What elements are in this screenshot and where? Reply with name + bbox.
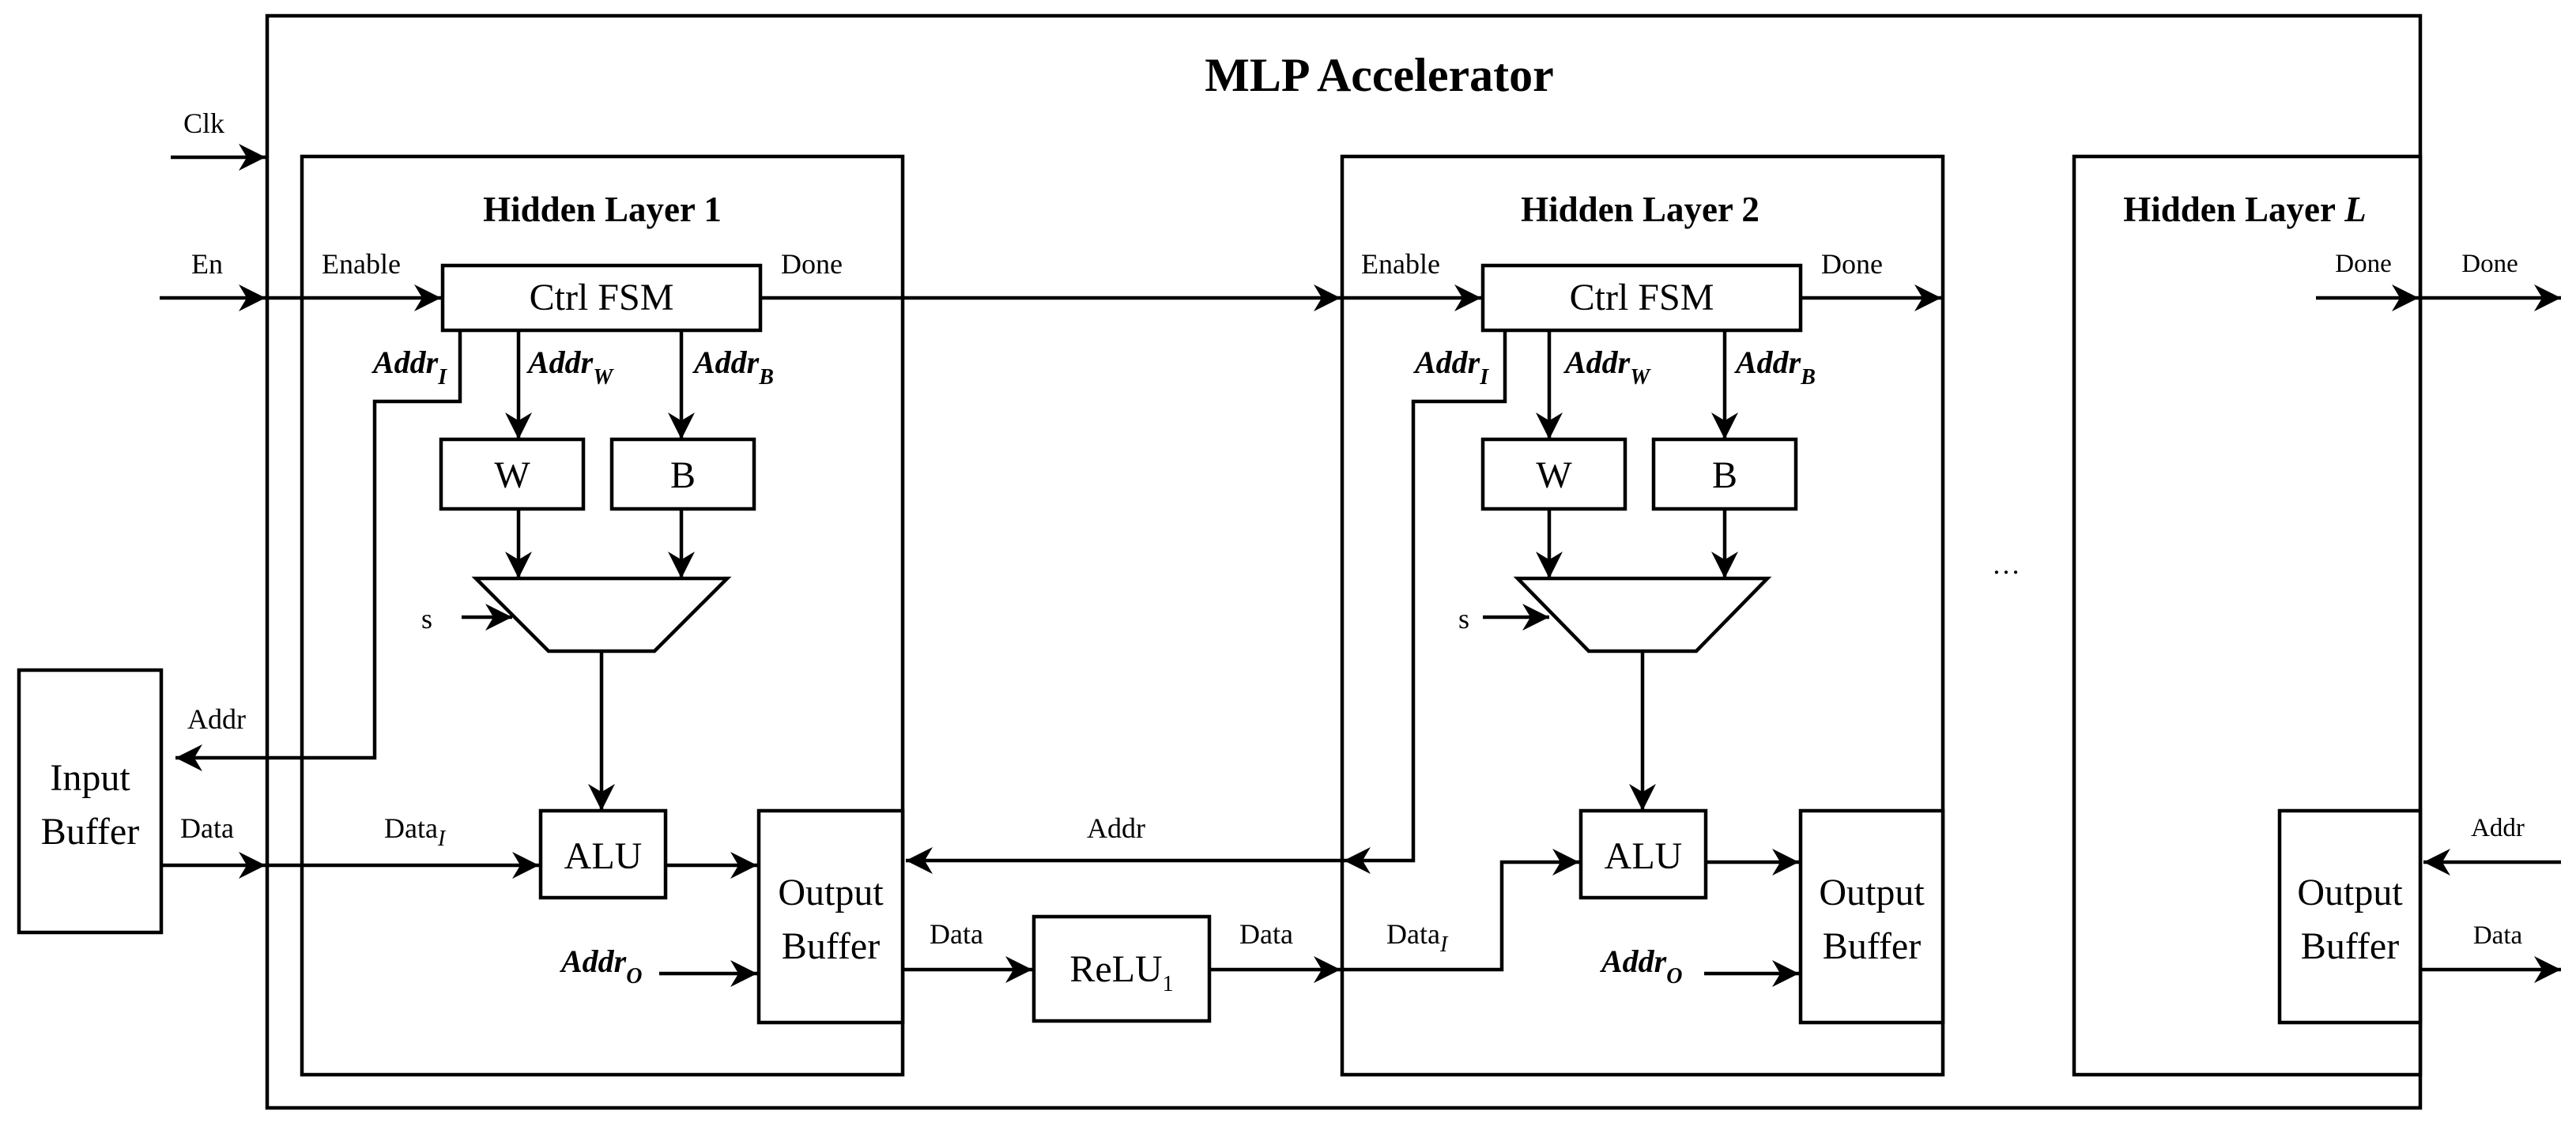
output-buffer-label-line2: Buffer bbox=[1823, 925, 1921, 967]
bias-label: B bbox=[670, 454, 696, 496]
weights-memory bbox=[1480, 437, 1627, 511]
mux bbox=[1513, 576, 1772, 654]
alu-label: ALU bbox=[1605, 835, 1683, 877]
addr-b-label: AddrB bbox=[692, 345, 774, 390]
hidden-layer-1: Hidden Layer 1 Enable Ctrl FSM Done Addr… bbox=[175, 154, 1341, 1077]
weights-label: W bbox=[494, 454, 530, 496]
done-label: Done bbox=[1821, 248, 1883, 280]
input-buffer bbox=[17, 668, 164, 935]
addr-b-label: AddrB bbox=[1733, 345, 1816, 390]
output-buffer bbox=[2277, 808, 2423, 1025]
addr-i-wire bbox=[175, 330, 462, 771]
hidden-layer-l-title: Hidden Layer L bbox=[2123, 190, 2367, 229]
relu-1-label: ReLU1 bbox=[1069, 948, 1173, 996]
input-buffer-label-line1: Input bbox=[50, 757, 130, 799]
addr-o-label: AddrO bbox=[1599, 944, 1682, 989]
mux bbox=[471, 576, 732, 654]
weights-label: W bbox=[1536, 454, 1572, 496]
ctrl-fsm-label: Ctrl FSM bbox=[1570, 277, 1714, 318]
ellipsis: … bbox=[1992, 548, 2020, 580]
weights-memory bbox=[439, 437, 586, 511]
done-label: Done bbox=[781, 248, 843, 280]
output-buffer-label-line1: Output bbox=[2297, 872, 2403, 913]
output-buffer-label-line2: Buffer bbox=[2301, 925, 2399, 967]
relu-1 bbox=[1032, 914, 1212, 1023]
data-i-wire bbox=[1342, 849, 1579, 972]
data-i-label: DataI bbox=[1386, 918, 1449, 957]
input-buffer-label-line2: Buffer bbox=[41, 811, 139, 853]
done-output-label: Done bbox=[2461, 250, 2518, 278]
clk-port-label: Clk bbox=[183, 107, 224, 139]
alu bbox=[1578, 808, 1708, 900]
alu-label: ALU bbox=[564, 835, 643, 877]
addr-w-label: AddrW bbox=[526, 345, 614, 390]
accelerator-title: MLP Accelerator bbox=[1205, 49, 1553, 101]
data-port-label: Data bbox=[180, 812, 234, 844]
bias-label: B bbox=[1712, 454, 1737, 496]
output-buffer-label-line2: Buffer bbox=[782, 925, 880, 967]
addr-i-wire bbox=[1344, 330, 1507, 874]
enable-label: Enable bbox=[322, 248, 401, 280]
output-buffer-label-line1: Output bbox=[778, 872, 884, 913]
addr-w-label: AddrW bbox=[1563, 345, 1651, 390]
layer2-addr-label: Addr bbox=[1087, 812, 1145, 844]
output-buffer bbox=[756, 808, 905, 1025]
done-label: Done bbox=[2335, 250, 2391, 278]
addr-i-label: AddrI bbox=[371, 345, 447, 390]
data-i-label: DataI bbox=[384, 812, 447, 851]
addr-port-label: Addr bbox=[187, 703, 246, 735]
addr-i-label: AddrI bbox=[1412, 345, 1489, 390]
addr-o-label: AddrO bbox=[559, 944, 642, 989]
relu-data-out-label: Data bbox=[1239, 918, 1293, 950]
hidden-layer-1-title: Hidden Layer 1 bbox=[483, 190, 722, 229]
output-buffer-label-line1: Output bbox=[1819, 872, 1925, 913]
data-output-label: Data bbox=[2473, 921, 2523, 950]
select-label: s bbox=[421, 603, 432, 635]
layer1-data-out-label: Data bbox=[930, 918, 983, 950]
ctrl-fsm bbox=[1480, 263, 1803, 333]
enable-label: Enable bbox=[1361, 248, 1440, 280]
ctrl-fsm-label: Ctrl FSM bbox=[530, 277, 674, 318]
addr-input-label: Addr bbox=[2471, 814, 2525, 842]
hidden-layer-l: Hidden Layer L Done Output Buffer bbox=[2072, 154, 2423, 1077]
hidden-layer-2-title: Hidden Layer 2 bbox=[1521, 190, 1759, 229]
alu bbox=[538, 808, 668, 900]
ctrl-fsm bbox=[440, 263, 763, 333]
output-buffer bbox=[1798, 808, 1945, 1025]
hidden-layer-2: Hidden Layer 2 Enable Ctrl FSM Done Addr… bbox=[1340, 154, 1945, 1077]
en-port-label: En bbox=[191, 248, 223, 280]
select-label: s bbox=[1458, 603, 1469, 635]
